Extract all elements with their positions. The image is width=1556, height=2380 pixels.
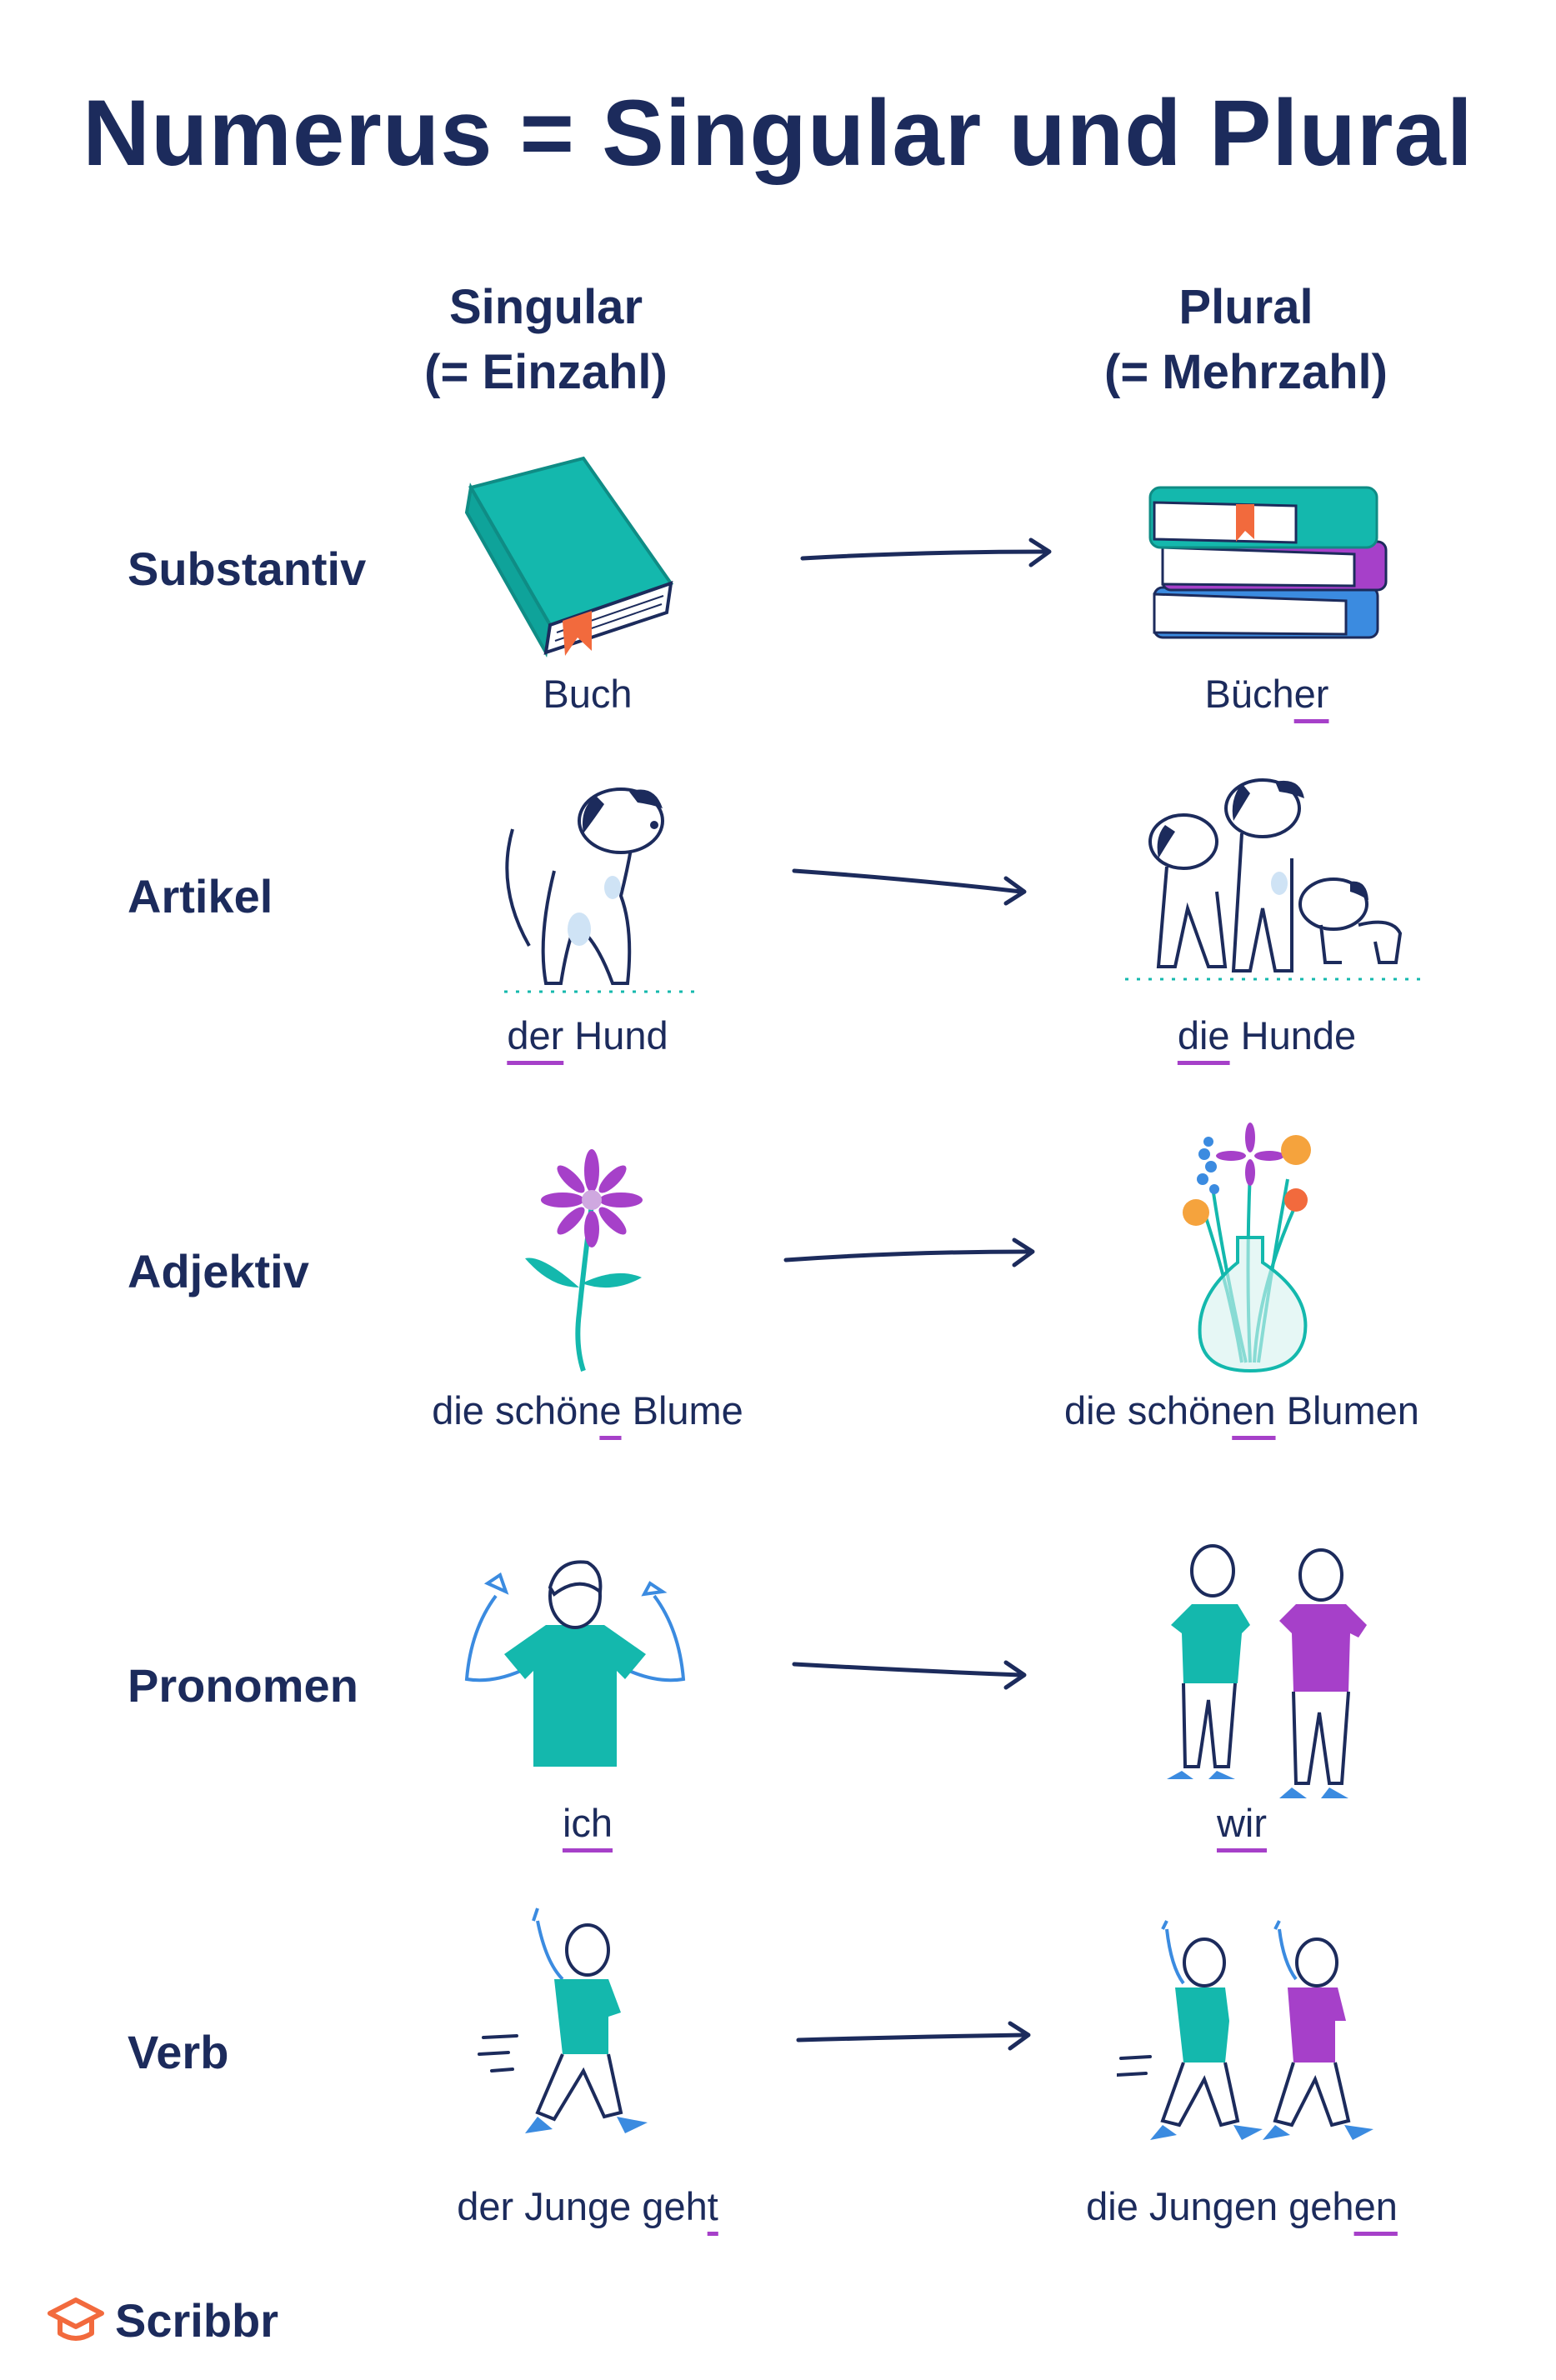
arrow-icon-verb	[796, 2021, 1031, 2051]
row-label-verb: Verb	[128, 2026, 229, 2078]
arrow-icon-substantiv	[800, 538, 1052, 568]
dogs-icon	[1125, 778, 1425, 981]
singular-header-line1: Singular	[448, 280, 643, 334]
singular-header-line2: (= Einzahl)	[424, 345, 668, 399]
flower-vase-icon	[1183, 1122, 1311, 1373]
caption-singular-artikel: der Hund	[507, 1013, 668, 1058]
row-label-substantiv: Substantiv	[128, 542, 367, 595]
book-stack-icon	[1148, 486, 1388, 639]
page-title: Numerus = Singular und Plural	[83, 81, 1473, 185]
plural-header-line1: Plural	[1178, 280, 1313, 334]
plural-header-line2: (= Mehrzahl)	[1104, 345, 1388, 399]
person-pointing-icon	[464, 1560, 686, 1767]
caption-plural-substantiv: Bücher	[1204, 672, 1329, 716]
flower-icon	[525, 1149, 643, 1372]
arrow-icon-artikel	[792, 868, 1027, 906]
caption-plural-artikel: die Hunde	[1177, 1013, 1357, 1058]
caption-singular-pronomen: ich	[562, 1801, 613, 1845]
caption-plural-adjektiv: die schönen Blumen	[1064, 1388, 1419, 1432]
caption-plural-pronomen: wir	[1216, 1801, 1268, 1845]
singular-column-header: Singular (= Einzahl)	[338, 275, 754, 405]
caption-plural-verb: die Jungen gehen	[1086, 2184, 1398, 2228]
arrow-icon-pronomen	[792, 1660, 1027, 1690]
row-label-adjektiv: Adjektiv	[128, 1245, 309, 1298]
two-people-icon	[1167, 1544, 1367, 1798]
caption-singular-substantiv: Buch	[543, 672, 633, 716]
walking-boy-icon	[478, 1908, 648, 2133]
plural-column-header: Plural (= Mehrzahl)	[1038, 275, 1454, 405]
walking-boys-icon	[1117, 1920, 1373, 2140]
dog-icon	[504, 788, 696, 993]
book-icon	[464, 456, 674, 658]
row-label-pronomen: Pronomen	[128, 1659, 358, 1712]
brand-name: Scribbr	[115, 2294, 279, 2347]
arrow-icon-adjektiv	[783, 1238, 1035, 1268]
graduation-cap-icon	[48, 2297, 104, 2341]
row-label-artikel: Artikel	[128, 870, 273, 922]
caption-singular-adjektiv: die schöne Blume	[432, 1388, 743, 1432]
caption-singular-verb: der Junge geht	[457, 2184, 718, 2228]
scribbr-logo: Scribbr	[47, 2293, 278, 2348]
